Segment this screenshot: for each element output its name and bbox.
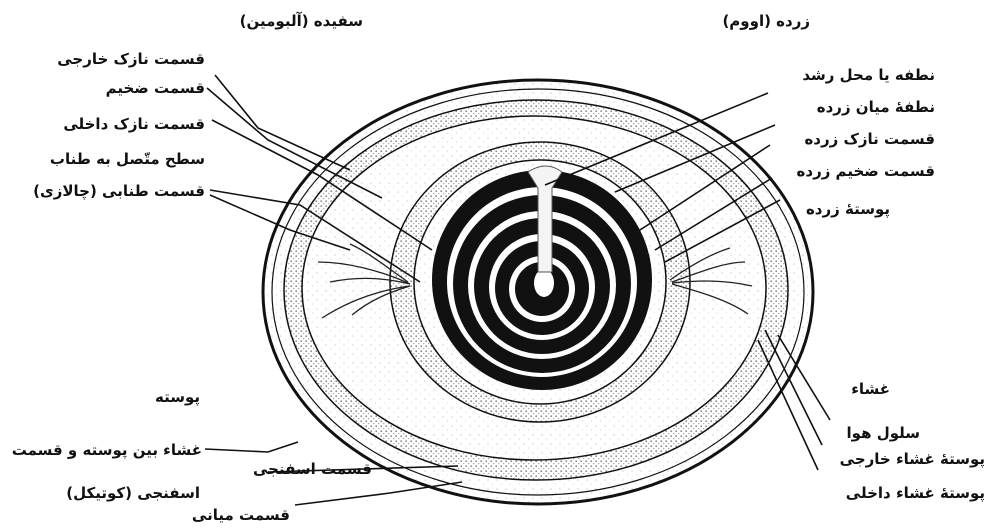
label-air-cell: سلول هوا (830, 426, 920, 441)
label-outer-thin: قسمت نازک خارجی (50, 52, 205, 67)
label-spongy-cuticle: اسفنجی (کوتیکل) (60, 486, 200, 501)
label-inner-thin: قسمت نازک داخلی (50, 117, 205, 132)
label-chalaza-surface: سطح متّصل به طناب (40, 152, 205, 167)
label-latebra: نطفهٔ میان زرده (790, 100, 935, 115)
label-thick-yolk: قسمت ضخیم زرده (790, 164, 935, 179)
label-chalaza: قسمت طنابی (چالازی) (20, 184, 205, 199)
label-vitelline: پوستهٔ زرده (790, 202, 890, 217)
label-inner-membrane: پوستهٔ غشاء داخلی (825, 486, 985, 501)
label-middle-part: قسمت میانی (195, 508, 290, 523)
label-thick: قسمت ضخیم (90, 81, 205, 96)
label-outer-membrane: پوستهٔ غشاء خارجی (825, 452, 985, 467)
label-spongy-part: قسمت اسفنجی (262, 462, 372, 477)
label-albumen: سفیده (آلبومین) (233, 14, 363, 29)
label-thin-yolk: قسمت نازک زرده (790, 132, 935, 147)
label-membrane: غشاء (840, 382, 890, 397)
label-shell-membrane-between: غشاء بین پوسته و قسمت (2, 443, 202, 458)
label-germinal-disc: نطفه یا محل رشد (790, 68, 935, 83)
label-yolk: زرده (اووم) (700, 14, 810, 29)
label-shell: پوسته (140, 390, 200, 405)
